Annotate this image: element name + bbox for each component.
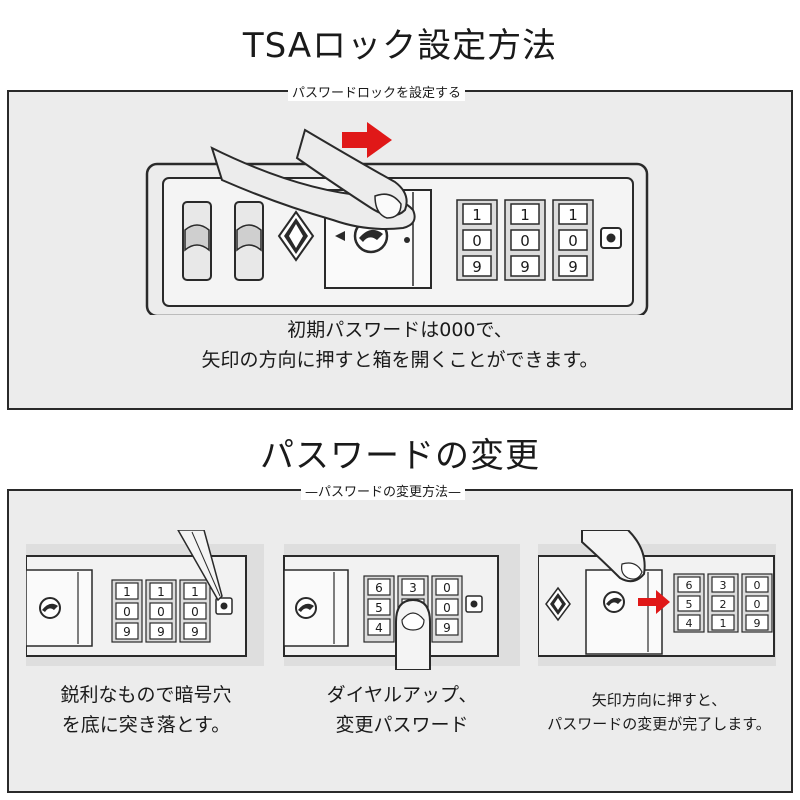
dial-digit: 0 bbox=[157, 605, 165, 619]
keyhole-icon bbox=[295, 597, 317, 619]
dial-digit: 0 bbox=[568, 232, 578, 250]
step1-illustration: 1 0 9 1 0 9 1 0 9 bbox=[26, 530, 264, 666]
dial-digit: 1 bbox=[472, 206, 482, 224]
dial-digit: 9 bbox=[443, 621, 451, 635]
finger-icon bbox=[210, 128, 416, 230]
dial-digit: 9 bbox=[123, 625, 131, 639]
dial-digit: 9 bbox=[157, 625, 165, 639]
slider-buttons bbox=[182, 201, 264, 281]
dial-digit: 0 bbox=[123, 605, 131, 619]
dial-digit: 0 bbox=[443, 581, 451, 595]
dial-digit: 1 bbox=[157, 585, 165, 599]
dial-digit: 2 bbox=[720, 598, 727, 611]
dial-digit: 5 bbox=[375, 601, 383, 615]
dial-digit: 9 bbox=[520, 258, 530, 276]
caption-line: 鋭利なもので暗号穴 bbox=[60, 684, 232, 706]
dial-digit: 6 bbox=[375, 581, 383, 595]
caption-line: 矢印方向に押すと、 bbox=[591, 691, 727, 709]
dial-digit: 1 bbox=[191, 585, 199, 599]
keyhole-icon bbox=[39, 597, 61, 619]
pin-tool-icon bbox=[177, 530, 223, 602]
caption-line: パスワードの変更が完了します。 bbox=[547, 715, 771, 733]
section1-caption: 初期パスワードは000で、 矢印の方向に押すと箱を開くことができます。 bbox=[7, 315, 793, 375]
step2-illustration: 654 321 009 bbox=[283, 544, 520, 670]
dial-digit: 3 bbox=[409, 581, 417, 595]
dial-digit: 9 bbox=[754, 617, 761, 630]
dial-digit: 5 bbox=[686, 598, 693, 611]
lock-diamond-icon bbox=[545, 586, 571, 622]
dial-digit: 3 bbox=[720, 579, 727, 592]
finger-icon bbox=[395, 598, 431, 670]
step3-caption: 矢印方向に押すと、 パスワードの変更が完了します。 bbox=[528, 688, 790, 736]
dial-digit: 4 bbox=[375, 621, 383, 635]
caption-line: 初期パスワードは000で、 bbox=[287, 319, 513, 341]
dial-digit: 6 bbox=[686, 579, 693, 592]
dial-digit: 1 bbox=[720, 617, 727, 630]
dial-digit: 0 bbox=[754, 598, 761, 611]
dial-digit: 0 bbox=[191, 605, 199, 619]
dial-digit: 0 bbox=[472, 232, 482, 250]
small-arrow-icon bbox=[335, 231, 345, 241]
step1-caption: 鋭利なもので暗号穴 を底に突き落とす。 bbox=[26, 680, 266, 740]
caption-line: を底に突き落とす。 bbox=[61, 714, 231, 736]
caption-line: ダイヤルアップ、 bbox=[326, 684, 478, 706]
lock-diamond-icon bbox=[277, 210, 315, 262]
section2-legend: —パスワードの変更方法— bbox=[301, 481, 466, 500]
section2-title: パスワードの変更 bbox=[260, 436, 540, 476]
lock-illustration-main: 1 0 9 1 0 9 1 0 9 bbox=[145, 122, 649, 315]
dial-digit: 1 bbox=[568, 206, 578, 224]
caption-line: 変更パスワード bbox=[335, 714, 469, 736]
dial-digit: 4 bbox=[686, 617, 693, 630]
dial-digit: 0 bbox=[520, 232, 530, 250]
keyhole-icon bbox=[603, 591, 625, 613]
section1-title: TSAロック設定方法 bbox=[242, 26, 558, 66]
dial-digit: 0 bbox=[443, 601, 451, 615]
dial-digit: 1 bbox=[123, 585, 131, 599]
dial-digit: 9 bbox=[472, 258, 482, 276]
dial-digit: 9 bbox=[191, 625, 199, 639]
arrow-right-icon bbox=[638, 590, 670, 614]
dial-digit: 9 bbox=[568, 258, 578, 276]
step2-caption: ダイヤルアップ、 変更パスワード bbox=[272, 680, 532, 740]
section1-legend: パスワードロックを設定する bbox=[288, 82, 466, 101]
arrow-right-icon bbox=[342, 122, 392, 158]
finger-icon bbox=[581, 530, 646, 583]
dial-wheels: 1 0 9 1 0 9 1 0 9 bbox=[456, 199, 594, 281]
dial-digit: 1 bbox=[520, 206, 530, 224]
caption-line: 矢印の方向に押すと箱を開くことができます。 bbox=[201, 349, 599, 371]
dial-digit: 0 bbox=[754, 579, 761, 592]
step3-illustration: 6 5 4 3 2 1 0 0 9 bbox=[538, 530, 776, 666]
